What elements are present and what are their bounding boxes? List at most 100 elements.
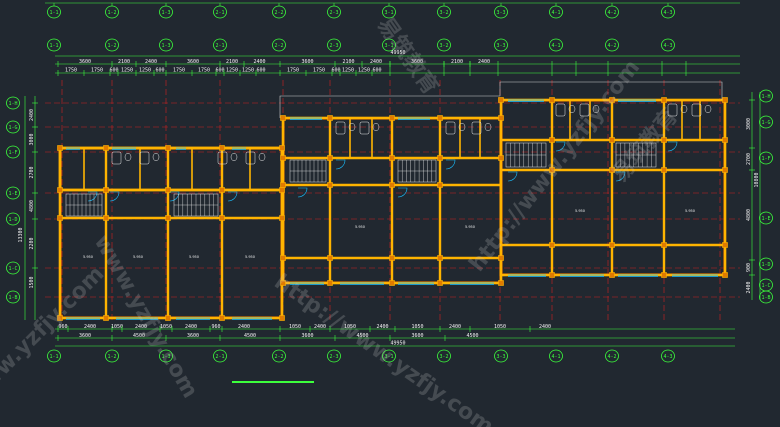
axis-bubble-circle xyxy=(6,290,20,304)
top-axis-bubble: 1-1 xyxy=(47,38,61,52)
axis-bubble-label: 1-B xyxy=(761,295,770,301)
bottom-dim-chain-2: 3600 xyxy=(301,333,313,339)
axis-bubble-circle xyxy=(6,145,20,159)
watermark-text: http://www.yzfjy.com xyxy=(270,270,498,427)
axis-bubble-label: 3-2 xyxy=(439,43,448,49)
bottom-axis-bubble: 4-3 xyxy=(661,349,675,363)
left-axis-bubble: 1-D xyxy=(6,212,20,226)
bottom-axis-bubble: 2-2 xyxy=(272,349,286,363)
bottom-dim-chain-1: 1050 xyxy=(411,324,423,330)
overall-dimension-bottom: 49950 xyxy=(390,341,405,347)
structural-column xyxy=(103,315,109,321)
axis-bubble-circle xyxy=(494,349,508,363)
structural-column xyxy=(103,187,109,193)
top-axis-bubble: 4-3 xyxy=(661,5,675,19)
structural-column xyxy=(498,115,504,121)
bathtub-fixture xyxy=(359,121,370,135)
structural-column xyxy=(165,145,171,151)
structural-column xyxy=(661,167,667,173)
door-swing xyxy=(297,187,308,198)
bottom-dim-chain-1: 2400 xyxy=(185,324,197,330)
axis-bubble-circle xyxy=(759,290,773,304)
watermark-text: 易筑教育 xyxy=(606,103,682,187)
structural-column xyxy=(57,315,63,321)
structural-column xyxy=(103,145,109,151)
watermark-text: www.yzfjy.com xyxy=(0,262,109,410)
bottom-axis-bubble: 3-1 xyxy=(382,349,396,363)
bottom-dim-chain-1: 2400 xyxy=(449,324,461,330)
structural-column xyxy=(609,242,615,248)
door-swing xyxy=(87,191,98,202)
left-dim-chain: 2400 xyxy=(29,109,35,121)
structural-column xyxy=(498,280,504,286)
axis-bubble-circle xyxy=(661,349,675,363)
structural-column xyxy=(722,242,728,248)
door-swing xyxy=(507,171,518,182)
top-axis-bubble: 3-3 xyxy=(494,38,508,52)
structural-column xyxy=(437,280,443,286)
bathtub-fixture xyxy=(691,103,702,117)
left-axis-bubble: 1-F xyxy=(6,145,20,159)
right-axis-bubble: 1-C xyxy=(759,278,773,292)
top-dim-chain-2: 600 xyxy=(372,68,381,74)
left-axis-bubble: 1-G xyxy=(6,120,20,134)
bottom-axis-bubble: 4-2 xyxy=(605,349,619,363)
bottom-dim-chain-2: 4500 xyxy=(133,333,145,339)
axis-bubble-label: 1-3 xyxy=(161,43,170,49)
structural-column xyxy=(722,167,728,173)
structural-column xyxy=(389,280,395,286)
axis-bubble-circle xyxy=(6,96,20,110)
axis-bubble-label: 3-3 xyxy=(496,354,505,360)
top-dim-chain-1: 3600 xyxy=(301,59,313,65)
bottom-axis-bubble: 4-1 xyxy=(549,349,563,363)
room-elevation-label: 5.950 xyxy=(83,255,93,259)
top-dim-chain-2: 1250 xyxy=(226,68,238,74)
bottom-axis-bubble: 2-1 xyxy=(213,349,227,363)
bottom-axis-bubble: 3-2 xyxy=(437,349,451,363)
bottom-axis-bubble: 2-3 xyxy=(327,349,341,363)
structural-column xyxy=(57,187,63,193)
bottom-dim-chain-1: 1050 xyxy=(111,324,123,330)
top-dim-chain-2: 1750 xyxy=(287,68,299,74)
axis-bubble-circle xyxy=(382,349,396,363)
structural-column xyxy=(280,182,286,188)
door-swing xyxy=(615,171,626,182)
structural-column xyxy=(327,280,333,286)
bathtub-fixture xyxy=(471,121,482,135)
bottom-dim-chain-1: 2400 xyxy=(376,324,388,330)
axis-bubble-label: 1-D xyxy=(761,262,770,268)
right-axis-bubble: 1-H xyxy=(759,89,773,103)
axis-bubble-circle xyxy=(759,257,773,271)
axis-bubble-label: 1-2 xyxy=(107,10,116,16)
axis-bubble-circle xyxy=(105,38,119,52)
structural-column xyxy=(549,167,555,173)
axis-bubble-label: 1-B xyxy=(8,295,17,301)
top-dim-chain-2: 1750 xyxy=(173,68,185,74)
room-elevation-label: 5.950 xyxy=(245,255,255,259)
structural-column xyxy=(609,137,615,143)
top-dim-chain-2: 1250 xyxy=(342,68,354,74)
toilet-fixture xyxy=(230,152,238,162)
axis-bubble-circle xyxy=(327,349,341,363)
bottom-dim-chain-2: 4500 xyxy=(244,333,256,339)
top-dim-chain-2: 1250 xyxy=(242,68,254,74)
axis-bubble-label: 1-H xyxy=(8,101,17,107)
axis-bubble-circle xyxy=(437,349,451,363)
structural-column xyxy=(498,155,504,161)
bottom-dim-chain-1: 2400 xyxy=(314,324,326,330)
right-dim-chain: 3000 xyxy=(746,118,752,130)
top-axis-bubble: 3-2 xyxy=(437,5,451,19)
axis-bubble-label: 4-1 xyxy=(551,354,560,360)
bottom-dim-chain-1: 1050 xyxy=(289,324,301,330)
axis-bubble-circle xyxy=(759,89,773,103)
right-dim-chain: 4800 xyxy=(746,209,752,221)
structural-column xyxy=(661,97,667,103)
structural-column xyxy=(57,145,63,151)
top-dim-chain-2: 1750 xyxy=(198,68,210,74)
toilet-fixture xyxy=(592,104,600,114)
structural-column xyxy=(549,242,555,248)
door-swing xyxy=(667,141,678,152)
axis-bubble-label: 1-1 xyxy=(49,10,58,16)
